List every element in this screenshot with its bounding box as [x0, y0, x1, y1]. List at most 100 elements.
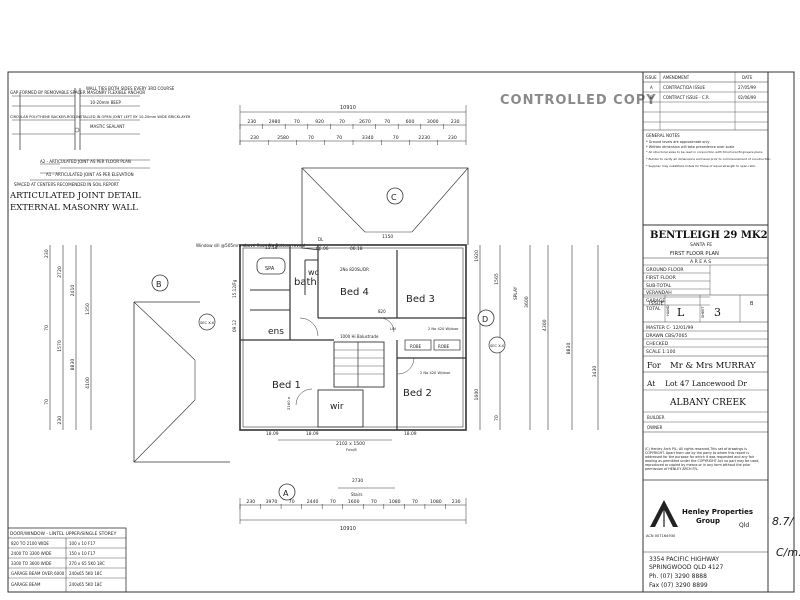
dimension-label: 3340 — [362, 135, 374, 141]
window-0606: 06.06 — [316, 246, 329, 252]
dimension-label: 3430 — [592, 366, 598, 378]
drawn-info: DRAWN CBS/7065 — [646, 333, 687, 339]
detail-title-line2: EXTERNAL MASONRY WALL — [10, 203, 138, 213]
note-bead: 10-20mm BEEP — [90, 100, 121, 105]
sheet-border — [7, 71, 795, 593]
dimension-label: 70 — [308, 135, 314, 141]
dimension-label: 70 — [44, 325, 50, 331]
company-acn: ACN 007164930 — [646, 534, 676, 538]
label-linen: LIN — [390, 327, 396, 331]
room-bed-1: Bed 1 — [272, 380, 301, 391]
general-note-5: * Supplier may substitute lintels for th… — [646, 164, 755, 168]
note-circular: CIRCULAR POLYTHENE BACKER-ROD INSTALLED … — [10, 115, 191, 119]
dimension-label: 4300 — [542, 319, 548, 331]
dim-stairs: 2730 — [352, 478, 363, 484]
dimension-label: 70 — [294, 119, 300, 125]
dimension-label: 1600 — [348, 499, 360, 505]
window-0618: 06.18 — [350, 246, 363, 252]
dimension-label: 600 — [406, 119, 415, 125]
room-wc: wc — [308, 268, 319, 277]
lintel-row-3-span: 3300 TO 3600 WIDE — [11, 561, 52, 566]
lintel-row-3-size: 270 x 65 5K0 18C — [69, 561, 105, 566]
elevation-marker-a — [278, 483, 296, 501]
lintel-table-header: DOOR/WINDOW - LINTEL UPPER/SINGLE STOREY — [10, 531, 117, 537]
issue-label: ISSUE — [649, 301, 664, 307]
lintel-row-1-size: 100 x 10 F17 — [69, 541, 96, 546]
tb-col-issue: ISSUE — [645, 75, 657, 80]
dimension-label: 70 — [336, 135, 342, 141]
dimension-label: 70 — [393, 135, 399, 141]
window-1518: 15.18 — [265, 245, 278, 251]
general-note-2: * Written dimension will take precedence… — [646, 145, 734, 149]
label-sliding-door: 2No 820SL/DR — [340, 267, 369, 272]
room-wir: wir — [330, 402, 344, 412]
marker-b-label: B — [156, 280, 162, 289]
label-dl: DL — [318, 237, 324, 242]
dimension-label: 2410 — [70, 285, 76, 297]
builder-label: BUILDER — [647, 415, 665, 420]
marker-d-label: D — [482, 315, 488, 324]
area-garage: GARAGE — [646, 298, 665, 304]
label-spa: SPA — [265, 266, 275, 272]
label-robe-1: ROBE — [410, 344, 422, 349]
dimension-label: 70 — [289, 499, 295, 505]
elevation-marker-b — [151, 274, 169, 292]
dimension-label: 2720 — [57, 266, 63, 278]
dimension-label: 230 — [247, 119, 256, 125]
dimension-label: 1080 — [389, 499, 401, 505]
dimension-label: 4100 — [85, 377, 91, 389]
tb-row-b-amendment: CONTRACT ISSUE - C.R. — [663, 95, 710, 100]
lot-prefix: At — [646, 379, 655, 388]
general-note-4: * Builder to verify all dimensions and l… — [646, 157, 771, 161]
window-1809-a: 18.09 — [266, 431, 279, 437]
section-marker-left — [198, 313, 216, 331]
henley-logo — [650, 500, 678, 527]
dimension-label: 2440 — [307, 499, 319, 505]
project-name: BENTLEIGH 29 MK2 — [650, 230, 768, 241]
area-first-floor: FIRST FLOOR — [646, 275, 677, 281]
lot-address: Lot 47 Lancewood Dr — [665, 379, 747, 388]
areas-title: A R E A S — [690, 259, 711, 265]
note-mastic: MASTIC SEALANT — [90, 124, 125, 129]
dim-overall-top: 10910 — [340, 105, 356, 111]
dim-overall-bottom: 10910 — [340, 526, 356, 532]
room-bed-4: Bed 4 — [340, 287, 369, 298]
dim-splay: SPLAY — [513, 286, 519, 300]
area-ground-floor: GROUND FLOOR — [646, 267, 684, 273]
sheet-value: 3 — [714, 306, 721, 319]
for-label: For — [647, 361, 661, 370]
tb-col-amendment: AMENDMENT — [663, 75, 690, 80]
client-name: Mr & Mrs MURRAY — [670, 361, 756, 371]
company-name-line1: Henley Properties — [682, 508, 753, 516]
scale-info: SCALE 1:100 — [646, 349, 676, 355]
suburb: ALBANY CREEK — [669, 398, 746, 408]
label-balustrade: 1000 Hi Balustrade — [340, 334, 379, 339]
copyright-notice: (C) Henley Arch P/L. All rights reserved… — [645, 447, 760, 471]
dimension-label: 2230 — [418, 135, 430, 141]
dimension-label: 70 — [384, 119, 390, 125]
label-robe-2: ROBE — [438, 344, 450, 349]
dimension-label: 2980 — [269, 119, 281, 125]
dimension-label: 70 — [371, 499, 377, 505]
window-0912: 09.12 — [232, 320, 237, 332]
copyright-notice-wrap: (C) Henley Arch P/L. All rights reserved… — [645, 447, 760, 471]
signature-1: 8.7/ — [772, 515, 794, 528]
lintel-row-1-span: 820 TO 2100 WIDE — [11, 541, 49, 546]
dimension-label: 3000 — [427, 119, 439, 125]
room-ensuite: ens — [268, 327, 284, 337]
section-left-label: SEC X-X — [200, 321, 215, 325]
master-info: MASTER C- 12/01/99 — [646, 325, 693, 331]
company-name-line2: Group — [696, 517, 720, 525]
dimension-label: 1565 — [494, 273, 500, 285]
label-2160: 2160 x — [286, 396, 291, 410]
company-state: Qld — [739, 522, 749, 529]
tb-row-a-date: 27/05/99 — [738, 85, 756, 90]
dimension-label: 1080 — [430, 499, 442, 505]
signature-2: C/m. — [776, 546, 800, 559]
dimension-label: 70 — [494, 415, 500, 421]
lintel-table — [7, 527, 127, 593]
tb-row-b-issue: B — [650, 95, 653, 100]
area-verandah: VERANDAH — [646, 290, 672, 296]
